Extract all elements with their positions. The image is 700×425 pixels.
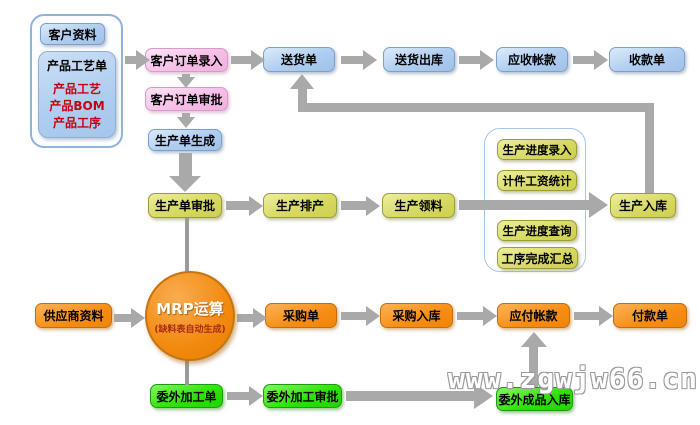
node-delivery-out: 送货出库 bbox=[383, 47, 455, 72]
arrowhead-order-entry-to-delivery bbox=[251, 50, 265, 70]
node-process-completion-summary: 工序完成汇总 bbox=[497, 247, 578, 269]
node-purchase-in: 采购入库 bbox=[380, 303, 453, 328]
arrowhead-scheduling-to-material bbox=[366, 196, 380, 216]
node-mrp: MRP运算 (缺料表自动生成) bbox=[145, 271, 235, 361]
product-sheet-panel: 产品工艺单 产品工艺 产品BOM 产品工序 bbox=[38, 51, 116, 138]
node-outsource-approval: 委外加工审批 bbox=[263, 384, 342, 408]
arrowhead-generate-to-prod-approval bbox=[169, 176, 201, 192]
line-mrp-to-outsource-order bbox=[185, 359, 189, 385]
arrowhead-out-to-receivable bbox=[480, 50, 494, 70]
arrowhead-entry-to-approval bbox=[177, 77, 195, 88]
arrowhead-prod-approval-to-scheduling bbox=[249, 196, 263, 216]
node-payment-note: 付款单 bbox=[613, 303, 687, 328]
arrow-feedback-vertical-right bbox=[645, 103, 654, 194]
arrow-order-entry-to-delivery bbox=[231, 56, 251, 64]
arrowhead-approval-to-generate bbox=[177, 117, 195, 128]
arrow-generate-to-prod-approval bbox=[179, 153, 192, 176]
arrowhead-purchase-in-to-payable bbox=[483, 306, 497, 326]
node-customer-data: 客户资料 bbox=[40, 23, 105, 45]
product-bom-label: 产品BOM bbox=[49, 99, 105, 113]
arrow-panel-to-order-entry bbox=[125, 56, 136, 64]
node-delivery-note: 送货单 bbox=[263, 47, 335, 72]
node-prod-scheduling: 生产排产 bbox=[263, 193, 337, 218]
arrow-payable-to-payment bbox=[574, 312, 599, 320]
node-receipt-note: 收款单 bbox=[609, 47, 685, 72]
product-process-label: 产品工序 bbox=[52, 116, 101, 130]
arrow-outsource-order-to-approval bbox=[227, 392, 249, 400]
arrowhead-outsource-approval-to-finished bbox=[474, 383, 493, 409]
arrowhead-payable-to-payment bbox=[599, 306, 613, 326]
arrow-feedback-vertical-left bbox=[298, 88, 307, 112]
arrowhead-supplier-to-mrp bbox=[131, 308, 145, 328]
arrow-mrp-to-purchase-order bbox=[237, 314, 253, 322]
arrow-scheduling-to-material bbox=[341, 201, 366, 210]
arrow-entry-to-approval bbox=[182, 74, 190, 78]
node-outsource-finished-in: 委外成品入库 bbox=[496, 387, 573, 411]
line-prod-approval-to-mrp bbox=[185, 218, 189, 273]
arrowhead-feedback-to-delivery bbox=[290, 74, 314, 89]
arrow-receivable-to-receipt bbox=[573, 56, 594, 64]
arrow-delivery-to-out bbox=[341, 56, 363, 64]
node-accounts-receivable: 应收帐款 bbox=[496, 47, 568, 72]
node-order-entry: 客户订单录入 bbox=[145, 48, 228, 72]
arrow-prod-approval-to-scheduling bbox=[226, 201, 249, 210]
arrow-outsource-approval-to-finished bbox=[346, 391, 474, 401]
arrow-finished-to-payable bbox=[529, 346, 538, 387]
node-progress-entry: 生产进度录入 bbox=[497, 139, 577, 160]
arrow-supplier-to-mrp bbox=[114, 314, 131, 322]
node-accounts-payable: 应付帐款 bbox=[497, 303, 570, 328]
node-prod-material-issue: 生产领料 bbox=[382, 193, 455, 218]
watermark: www.zgwjw66.cn bbox=[448, 362, 699, 395]
arrowhead-delivery-to-out bbox=[363, 50, 377, 70]
arrowhead-finished-to-payable bbox=[521, 332, 547, 347]
node-purchase-order: 采购单 bbox=[265, 303, 337, 328]
arrowhead-purchase-order-to-in bbox=[366, 306, 380, 326]
arrowhead-panel-to-order-entry bbox=[136, 50, 150, 70]
node-prod-warehouse-in: 生产入库 bbox=[610, 193, 676, 218]
product-sheet-title: 产品工艺单 bbox=[46, 59, 107, 73]
arrowhead-mrp-to-purchase-order bbox=[253, 308, 267, 328]
arrow-material-to-warehouse bbox=[459, 200, 589, 210]
arrow-purchase-order-to-in bbox=[341, 312, 366, 320]
node-supplier-data: 供应商资料 bbox=[35, 303, 112, 328]
mrp-label: MRP运算 bbox=[156, 299, 224, 318]
node-prod-order-approval: 生产单审批 bbox=[148, 193, 222, 218]
arrow-out-to-receivable bbox=[459, 56, 480, 64]
node-outsource-order: 委外加工单 bbox=[150, 384, 223, 408]
arrowhead-material-to-warehouse bbox=[589, 192, 608, 218]
node-piecework-wage-stats: 计件工资统计 bbox=[497, 170, 577, 191]
arrowhead-outsource-order-to-approval bbox=[249, 386, 263, 406]
arrow-feedback-horizontal bbox=[298, 103, 654, 112]
node-prod-order-generate: 生产单生成 bbox=[148, 129, 222, 151]
node-progress-query: 生产进度查询 bbox=[497, 220, 577, 241]
arrow-purchase-in-to-payable bbox=[457, 312, 483, 320]
arrowhead-receivable-to-receipt bbox=[594, 50, 608, 70]
mrp-sub-label: (缺料表自动生成) bbox=[154, 324, 226, 335]
arrow-approval-to-generate bbox=[182, 113, 190, 118]
node-order-approval: 客户订单审批 bbox=[145, 87, 228, 111]
product-craft-label: 产品工艺 bbox=[52, 82, 101, 96]
